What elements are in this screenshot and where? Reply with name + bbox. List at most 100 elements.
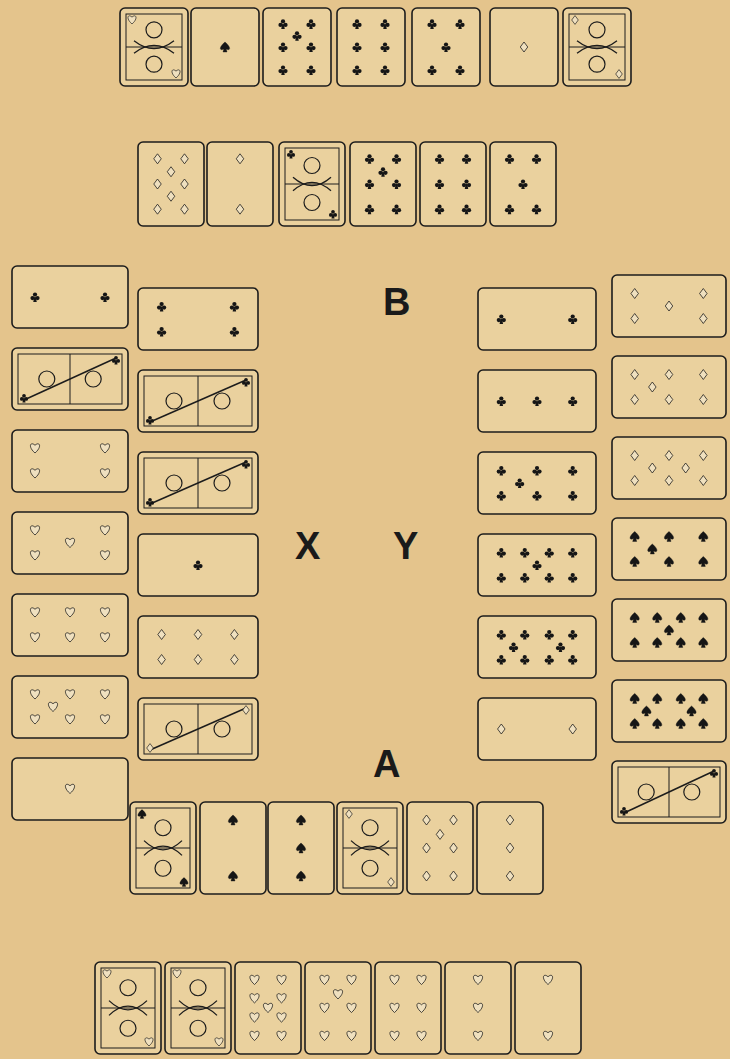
suit-pip [568,314,577,324]
playing-card [138,288,258,350]
playing-card [490,8,558,86]
suit-pip [462,154,471,164]
card-outline [138,616,258,678]
card-outline [478,452,596,514]
suit-pip [30,608,39,617]
suit-pip [392,205,401,215]
playing-card [612,599,726,661]
card-outline [138,370,258,432]
suit-pip [568,491,577,501]
suit-pip [520,548,529,558]
suit-pip [520,573,529,583]
suit-pip [518,179,527,189]
face-frame [618,767,720,817]
card-outline [612,275,726,337]
suit-pip [505,154,514,164]
card-outline [120,8,188,86]
suit-pip [154,154,162,164]
playing-card [138,142,204,226]
card-outline [235,962,301,1054]
playing-card [12,676,128,738]
suit-pip [48,702,57,711]
suit-pip [473,1031,482,1040]
card-outline [12,266,128,328]
suit-pip [506,871,514,881]
suit-pip [664,557,673,567]
suit-pip [455,65,464,75]
suit-pip [417,1031,426,1040]
suit-pip [296,871,305,881]
suit-pip [388,878,395,887]
suit-pip [700,395,708,405]
card-outline [412,8,480,86]
suit-pip [352,42,361,52]
suit-pip [653,613,662,623]
suit-pip [173,970,181,978]
playing-card [200,802,266,894]
playing-card [305,962,371,1054]
suit-pip [520,655,529,665]
face-frame [343,808,397,888]
card-outline [138,534,258,596]
suit-pip [427,19,436,29]
card-outline [612,680,726,742]
suit-pip [423,843,431,853]
playing-card [420,142,486,226]
face-frame [144,376,252,426]
suit-pip [100,690,109,699]
suit-pip [228,815,237,825]
suit-pip [435,205,444,215]
suit-pip [568,573,577,583]
playing-card [478,534,596,596]
suit-pip [568,655,577,665]
suit-pip [450,871,458,881]
suit-pip [435,154,444,164]
playing-card [407,802,473,894]
suit-pip [278,19,287,29]
suit-pip [699,638,708,648]
card-outline [612,356,726,418]
card-outline [95,962,161,1054]
playing-card [478,698,596,760]
card-outline [138,288,258,350]
suit-pip [699,613,708,623]
suit-pip [296,843,305,853]
playing-card [235,962,301,1054]
suit-pip [630,532,639,542]
suit-pip [242,378,250,386]
suit-pip [497,491,506,501]
suit-pip [699,532,708,542]
playing-card [138,452,258,514]
suit-pip [277,1031,286,1040]
playing-card [263,8,331,86]
playing-card [477,802,543,894]
suit-pip [380,65,389,75]
suit-pip [306,42,315,52]
suit-pip [699,719,708,729]
card-outline [420,142,486,226]
suit-pip [147,744,154,753]
suit-pip [157,302,166,312]
suit-pip [158,655,166,665]
suit-pip [653,719,662,729]
suit-pip [30,633,39,642]
suit-pip [450,843,458,853]
suit-pip [100,633,109,642]
suit-pip [417,1003,426,1012]
suit-pip [346,810,353,819]
suit-pip [352,19,361,29]
suit-pip [569,724,577,734]
suit-pip [665,370,673,380]
suit-pip [30,469,39,478]
playing-card [612,761,726,823]
suit-pip [181,179,189,189]
card-outline [612,437,726,499]
card-outline [477,802,543,894]
suit-pip [665,451,673,461]
suit-pip [242,460,250,468]
suit-pip [194,655,202,665]
suit-pip [296,815,305,825]
suit-pip [532,466,541,476]
suit-pip [649,382,657,392]
